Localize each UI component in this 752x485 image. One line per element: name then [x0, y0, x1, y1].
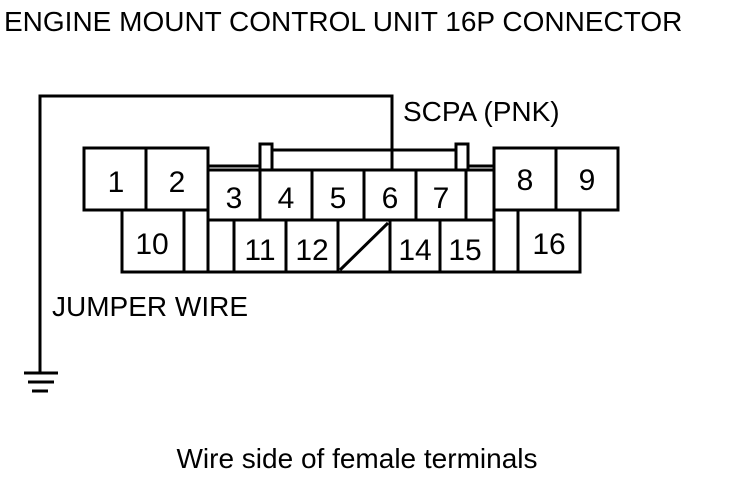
blank-cavity-slash: [338, 221, 390, 272]
pin-15-label: 15: [448, 234, 481, 267]
diagram-title: ENGINE MOUNT CONTROL UNIT 16P CONNECTOR: [4, 6, 682, 37]
pin-2-label: 2: [169, 166, 186, 199]
pin-6-label: 6: [382, 182, 399, 215]
ground-icon: [24, 371, 58, 393]
pin-14-label: 14: [398, 234, 431, 267]
pin-5-label: 5: [330, 182, 347, 215]
pin-9-label: 9: [579, 164, 596, 197]
jumper-wire: [38, 94, 394, 373]
pin-1-label: 1: [108, 166, 125, 199]
pin-3-label: 3: [226, 182, 243, 215]
pin-8-label: 8: [517, 164, 534, 197]
connector-body: [82, 142, 620, 274]
pin-11-label: 11: [244, 234, 275, 267]
pin-7-label: 7: [433, 182, 450, 215]
diagram-caption: Wire side of female terminals: [176, 443, 537, 474]
pin-16-label: 16: [532, 228, 565, 261]
pin-4-label: 4: [278, 182, 295, 215]
pin-10-label: 10: [135, 228, 168, 261]
jumper-wire-label: JUMPER WIRE: [52, 291, 248, 322]
pin-12-label: 12: [295, 234, 328, 267]
wire-color-label: SCPA (PNK): [403, 96, 560, 127]
